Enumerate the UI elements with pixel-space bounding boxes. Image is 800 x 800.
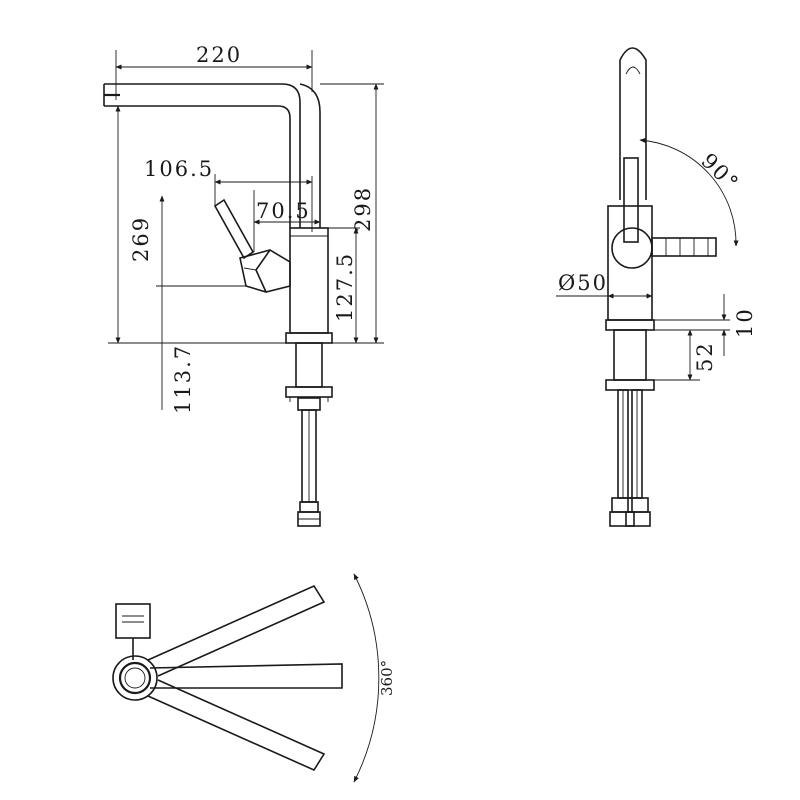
dim-298-label: 298 bbox=[351, 186, 375, 232]
top-body bbox=[112, 655, 158, 701]
faucet-body bbox=[285, 227, 333, 388]
dim-220-label: 220 bbox=[196, 43, 242, 67]
top-spout-positions bbox=[147, 584, 343, 772]
front-view: 220 106.5 70.5 269 298 bbox=[103, 43, 384, 527]
dim-lever-angle: 90° bbox=[639, 137, 744, 247]
dim-diameter-label: Ø50 bbox=[558, 271, 608, 295]
dim-106-5-label: 106.5 bbox=[144, 157, 214, 181]
dim-body-diameter: Ø50 bbox=[556, 271, 653, 302]
side-mounting-hardware bbox=[605, 379, 655, 527]
side-body bbox=[605, 157, 717, 381]
dim-shank-length: 113.7 bbox=[156, 195, 246, 414]
dim-90-label: 90° bbox=[696, 149, 744, 197]
mounting-hardware bbox=[285, 386, 333, 527]
spout-outline bbox=[103, 83, 321, 228]
top-lever bbox=[115, 603, 151, 660]
dim-swivel-angle: 360° bbox=[353, 573, 396, 783]
dim-360-label: 360° bbox=[378, 660, 396, 696]
dim-113-7-label: 113.7 bbox=[171, 344, 195, 414]
dim-10-label: 10 bbox=[733, 307, 757, 338]
dim-269-label: 269 bbox=[129, 216, 153, 262]
dim-70-5-label: 70.5 bbox=[256, 199, 311, 223]
top-view: 360° bbox=[112, 573, 396, 783]
side-view: 90° Ø50 10 52 bbox=[556, 47, 757, 527]
side-spout bbox=[619, 47, 647, 200]
dim-body-offset: 70.5 bbox=[253, 190, 321, 252]
dim-52-label: 52 bbox=[693, 341, 717, 372]
dim-thread-length: 52 bbox=[646, 329, 717, 381]
dim-outlet-height: 269 bbox=[108, 105, 290, 344]
dim-handle-base-height: 127.5 bbox=[328, 227, 360, 344]
dim-overall-height: 298 bbox=[320, 83, 384, 344]
dim-spout-reach: 220 bbox=[115, 43, 313, 100]
dim-127-5-label: 127.5 bbox=[333, 252, 357, 322]
